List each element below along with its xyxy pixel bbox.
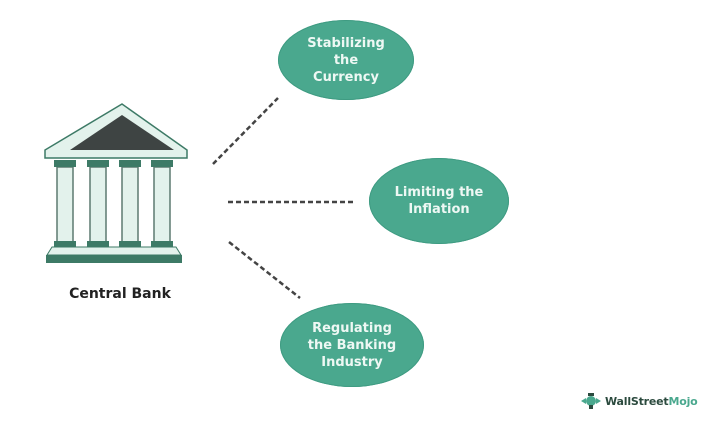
function-stabilizing-currency: Stabilizing the Currency — [278, 20, 414, 100]
wallstreetmojo-logo-icon — [581, 393, 601, 409]
function-regulating-banking: Regulating the Banking Industry — [280, 303, 424, 387]
brand-logo-accent: Mojo — [668, 394, 698, 408]
ellipse-text-line: the Banking — [307, 337, 397, 353]
connector-to-currency — [212, 97, 279, 165]
ellipse-text-line: Limiting the — [394, 185, 484, 200]
central-bank-label: Central Bank — [69, 286, 171, 302]
brand-logo: WallStreetMojo — [581, 392, 698, 410]
ellipse-text-line: Stabilizing — [307, 35, 385, 51]
connector-lines — [212, 97, 354, 299]
ellipse-text-line: Regulating — [312, 320, 392, 336]
ellipse-text-line: Currency — [313, 69, 379, 85]
bank-building-icon — [44, 103, 188, 263]
function-limiting-inflation: Limiting the Inflation — [369, 158, 509, 244]
brand-logo-text: WallStreetMojo — [605, 395, 698, 408]
connector-to-banking — [228, 241, 301, 299]
brand-logo-primary: WallStreet — [605, 394, 669, 408]
ellipse-text-line: the — [333, 52, 359, 68]
ellipse-text-line: Inflation — [408, 202, 470, 217]
ellipse-text-line: Industry — [321, 354, 383, 370]
